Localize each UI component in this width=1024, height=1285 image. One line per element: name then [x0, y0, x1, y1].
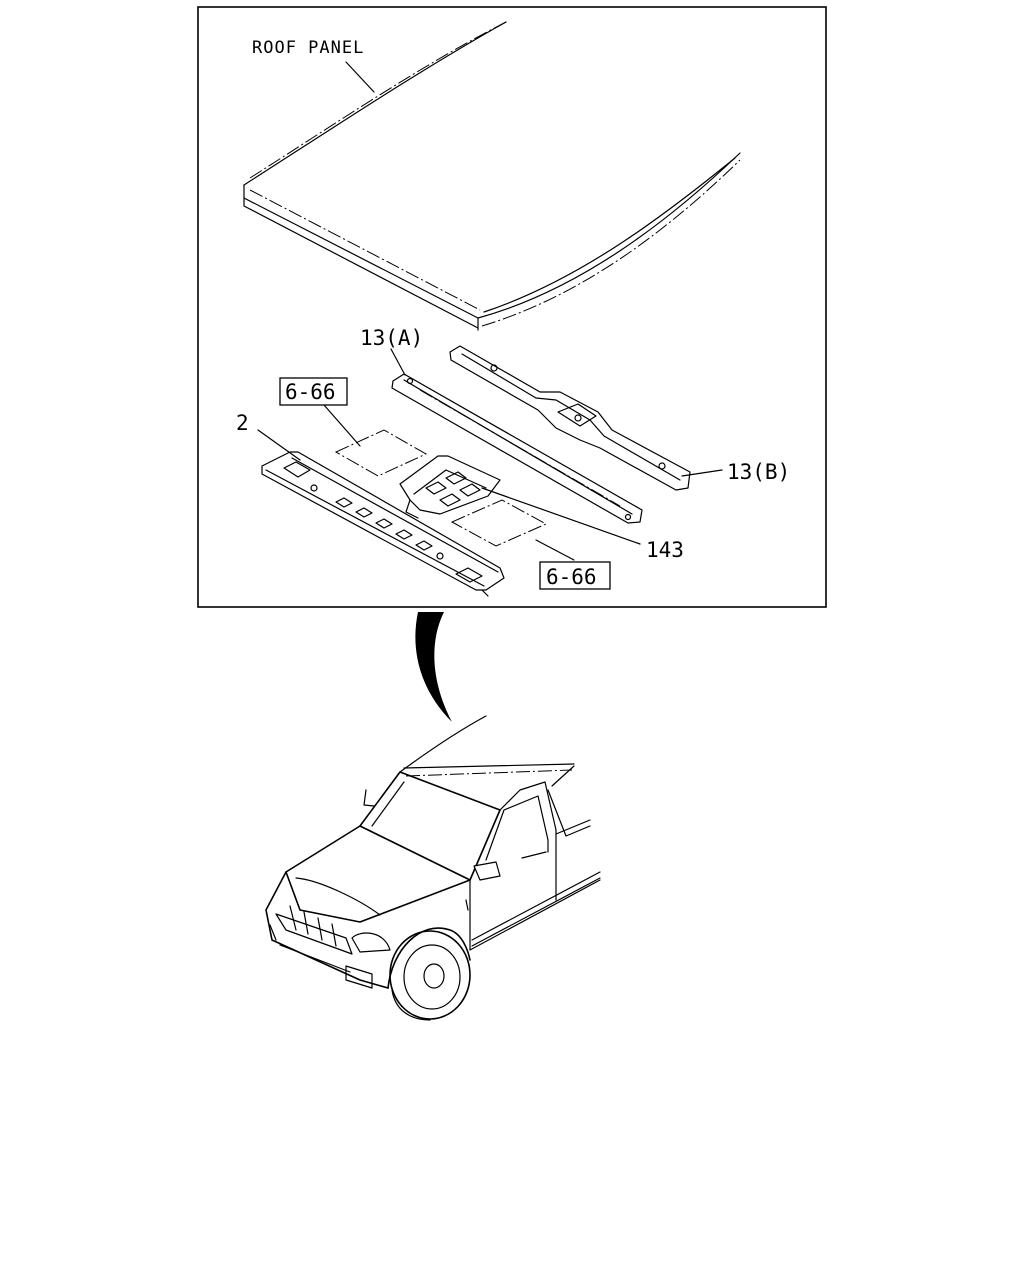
detail-frame: [197, 6, 827, 608]
ref-box-bottom: [539, 561, 611, 590]
label-13b: 13(B): [727, 460, 790, 484]
label-roof-panel: ROOF PANEL: [252, 38, 364, 58]
pointer-arrow: [415, 612, 452, 722]
roof-panel: [243, 21, 741, 331]
part-143-bracket: [399, 455, 501, 519]
ref-box-top: [279, 377, 348, 406]
ref-patch-top: [334, 429, 428, 477]
ref-label-bottom: 6-66: [546, 565, 597, 589]
ref-label-top: 6-66: [285, 380, 336, 404]
ref-patch-bottom: [450, 499, 548, 547]
part-2-front-header: [261, 451, 505, 597]
label-13a: 13(A): [360, 326, 423, 350]
label-143: 143: [646, 538, 684, 562]
vehicle-illustration: [265, 715, 601, 1021]
label-2: 2: [236, 411, 249, 435]
part-13b-roof-bow: [449, 345, 691, 491]
